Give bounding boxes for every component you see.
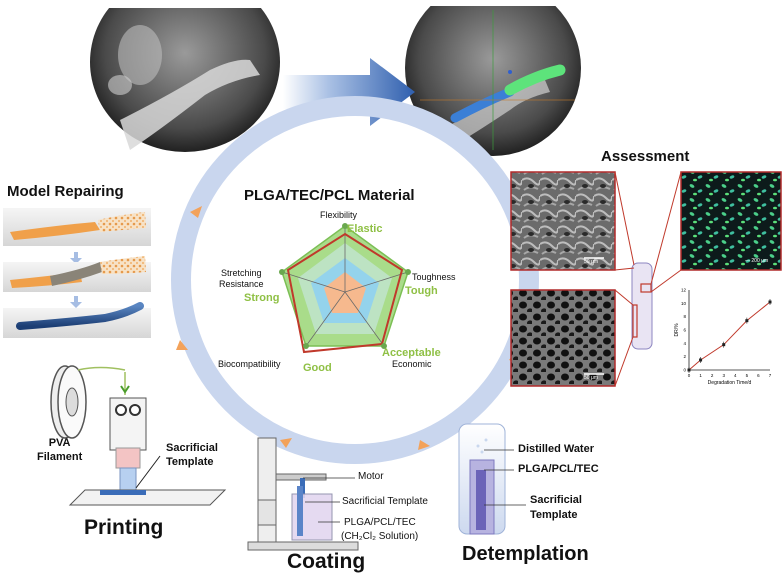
- axis-economic-label: Economic: [392, 359, 432, 369]
- data-point: [722, 343, 726, 347]
- axis-elastic-quality: Elastic: [347, 223, 383, 235]
- printing-title: Printing: [84, 516, 164, 539]
- coating-solution-line1: PLGA/PCL/TEC: [344, 517, 416, 528]
- y-tick-label: 10: [681, 301, 687, 306]
- y-tick-label: 12: [681, 288, 687, 293]
- detemplation-beaker: [458, 423, 526, 535]
- coating-motor-label: Motor: [358, 471, 384, 482]
- x-tick-label: 2: [711, 373, 714, 378]
- y-axis-label: DR/%: [674, 323, 680, 337]
- assessment-title: Assessment: [601, 148, 690, 165]
- pva-filament-label: PVA Filament: [37, 437, 83, 463]
- y-tick-label: 0: [683, 368, 686, 373]
- assessment-images: [510, 171, 782, 387]
- data-point: [687, 368, 691, 372]
- coating-title: Coating: [287, 550, 366, 573]
- data-point: [768, 300, 772, 304]
- axis-good-quality: Good: [303, 362, 332, 374]
- x-tick-label: 1: [699, 373, 702, 378]
- y-tick-label: 2: [683, 354, 686, 359]
- y-tick-label: 8: [683, 314, 686, 319]
- axis-acceptable-quality: Acceptable: [382, 347, 441, 359]
- printing-template-label: Sacrificial Template: [166, 442, 218, 468]
- coating-illustration: [247, 437, 359, 551]
- distilled-water-label: Distilled Water: [518, 443, 594, 455]
- coating-template-label: Sacrificial Template: [342, 496, 428, 507]
- x-tick-label: 7: [769, 373, 772, 378]
- xray-after-image: [400, 0, 590, 156]
- scale-bar-top-label: 50 μm: [584, 259, 598, 265]
- scale-bar-bottom-label: 50 μm: [584, 375, 598, 381]
- scale-bar-fluor-label: — 200 μm: [745, 258, 769, 264]
- printer-illustration: [50, 365, 227, 506]
- axis-flexibility-label: Flexibility: [320, 210, 358, 220]
- y-tick-label: 6: [683, 328, 686, 333]
- axis-toughness-label: Toughness: [412, 272, 456, 282]
- data-point: [699, 358, 703, 362]
- material-title: PLGA/TEC/PCL Material: [244, 187, 415, 204]
- axis-stretching-label: Stretching Resistance: [219, 268, 264, 289]
- detemplation-title: Detemplation: [462, 543, 589, 565]
- detemplation-template-label: Sacrificial Template: [530, 494, 582, 521]
- coating-solution-line2: (CH₂Cl₂ Solution): [341, 531, 419, 542]
- model-repair-steps: [3, 208, 151, 338]
- x-tick-label: 3: [722, 373, 725, 378]
- x-tick-label: 0: [688, 373, 691, 378]
- property-radar-chart: [279, 223, 411, 354]
- xray-before-image: [85, 0, 285, 152]
- axis-biocompatibility-label: Biocompatibility: [218, 359, 281, 369]
- model-repairing-title: Model Repairing: [7, 183, 124, 200]
- axis-tough-quality: Tough: [405, 285, 438, 297]
- x-axis-label: Degradation Time/d: [708, 380, 752, 386]
- axis-strong-quality: Strong: [244, 292, 280, 304]
- y-tick-label: 4: [683, 341, 686, 346]
- detemplation-polymer-label: PLGA/PCL/TEC: [518, 463, 599, 475]
- data-point: [745, 319, 749, 323]
- x-tick-label: 6: [757, 373, 760, 378]
- x-tick-label: 5: [746, 373, 749, 378]
- x-tick-label: 4: [734, 373, 737, 378]
